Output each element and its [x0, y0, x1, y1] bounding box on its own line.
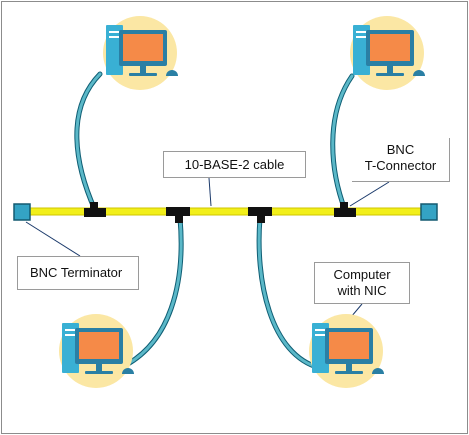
leader-line-cable	[208, 177, 212, 207]
cable-label: 10-BASE-2 cable	[163, 151, 306, 178]
computer-icon	[350, 16, 425, 90]
computer-label: Computer with NIC	[314, 262, 410, 304]
leader-line-terminator	[25, 221, 81, 257]
bnc-t-connector-icon	[248, 207, 272, 223]
leader-line-t-connector	[349, 181, 390, 207]
bnc-terminator-right-icon	[420, 203, 438, 221]
bnc-t-connector-icon	[84, 202, 106, 217]
terminator-label: BNC Terminator	[17, 256, 139, 290]
bnc-t-connector-icon	[334, 202, 356, 217]
computer-icon	[309, 314, 384, 388]
bnc-t-connector-icon	[166, 207, 190, 223]
computer-icon	[103, 16, 178, 90]
t-connector-label: BNC T-Connector	[352, 138, 450, 182]
computer-icon	[59, 314, 134, 388]
bnc-terminator-left-icon	[13, 203, 31, 221]
